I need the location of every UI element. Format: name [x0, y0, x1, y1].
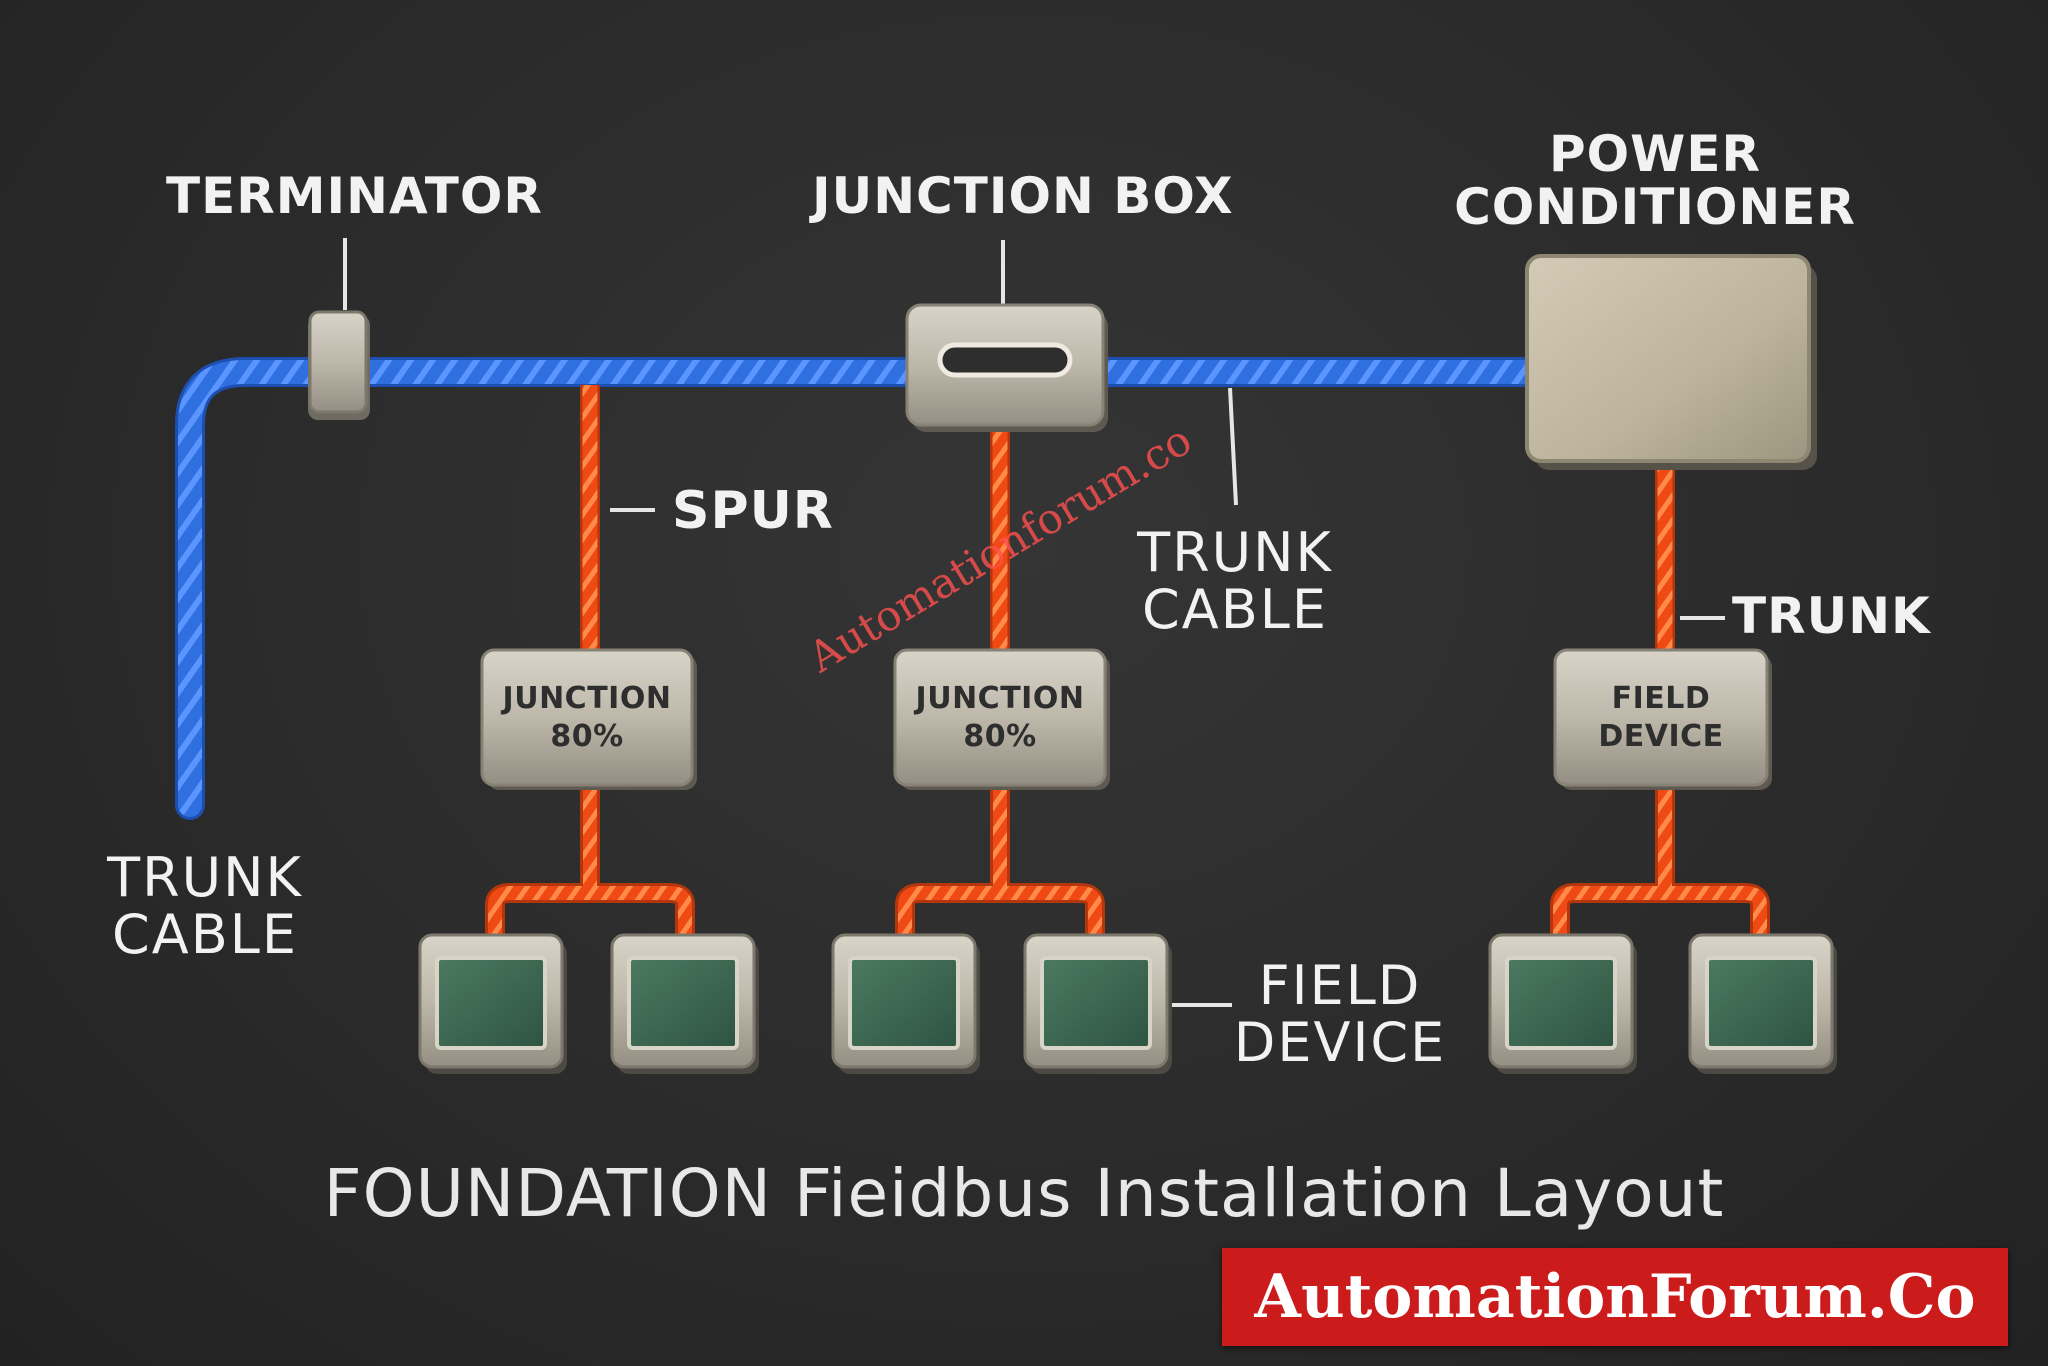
- field-device-box-text-line2: DEVICE: [1598, 718, 1724, 754]
- field-device-3[interactable]: [831, 933, 980, 1074]
- field-device-label: FIELD DEVICE: [1225, 954, 1455, 1074]
- terminator-label: TERMINATOR: [166, 167, 543, 225]
- junction-left-text: JUNCTION 80%: [482, 650, 692, 785]
- field-device-box-text: FIELD DEVICE: [1555, 650, 1767, 785]
- junction-left-text-line2: 80%: [550, 718, 624, 754]
- power-conditioner-label-line1: POWER: [1549, 125, 1761, 183]
- field-device-box-text-line1: FIELD: [1611, 681, 1711, 716]
- field-device-4[interactable]: [1023, 933, 1172, 1074]
- diagram-caption: FOUNDATION Fieidbus Installation Layout: [323, 1155, 1725, 1232]
- field-device-1[interactable]: [418, 933, 567, 1074]
- spur-cables: [485, 385, 1770, 945]
- branch-mid: [895, 785, 1105, 945]
- field-device-box[interactable]: [1553, 648, 1772, 790]
- trunk-cable-left-label-line2: CABLE: [112, 902, 298, 966]
- junction-mid-text: JUNCTION 80%: [895, 650, 1105, 785]
- brand-banner-text: AutomationForum.Co: [1254, 1262, 1976, 1332]
- power-conditioner-label-line2: CONDITIONER: [1454, 177, 1856, 236]
- field-device-label-line1: FIELD: [1258, 954, 1422, 1017]
- junction-mid-text-line2: 80%: [963, 718, 1037, 754]
- trunk-right-label: TRUNK: [1732, 587, 1931, 645]
- field-device-2[interactable]: [610, 933, 759, 1074]
- trunk-cable-mid-label: TRUNK CABLE: [1130, 521, 1340, 641]
- trunk-cable-left-label-line1: TRUNK: [107, 846, 303, 909]
- junction-mid-text-line1: JUNCTION: [915, 681, 1085, 716]
- junction-box[interactable]: [905, 303, 1108, 432]
- trunk-cable-mid-label-line2: CABLE: [1142, 577, 1328, 641]
- junction-box-left[interactable]: [480, 648, 697, 790]
- leader-lines: [343, 238, 1725, 1007]
- branch-left: [485, 785, 695, 945]
- trunk-cable: [175, 357, 1555, 820]
- junction-box-mid[interactable]: [893, 648, 1110, 790]
- power-conditioner[interactable]: [1525, 254, 1817, 470]
- spur-label: SPUR: [672, 481, 834, 541]
- trunk-cable-mid-label-line1: TRUNK: [1137, 521, 1333, 584]
- power-conditioner-label: POWER CONDITIONER: [1445, 128, 1865, 233]
- trunk-cable-left-label: TRUNK CABLE: [95, 846, 315, 966]
- field-device-5[interactable]: [1488, 933, 1637, 1074]
- field-devices: [418, 933, 1837, 1074]
- junction-box-label: JUNCTION BOX: [812, 167, 1234, 225]
- junction-left-text-line1: JUNCTION: [502, 681, 672, 716]
- terminator[interactable]: [308, 310, 370, 420]
- brand-banner[interactable]: AutomationForum.Co: [1222, 1248, 2008, 1346]
- field-device-label-line2: DEVICE: [1233, 1010, 1447, 1074]
- branch-right: [1550, 785, 1770, 945]
- field-device-6[interactable]: [1688, 933, 1837, 1074]
